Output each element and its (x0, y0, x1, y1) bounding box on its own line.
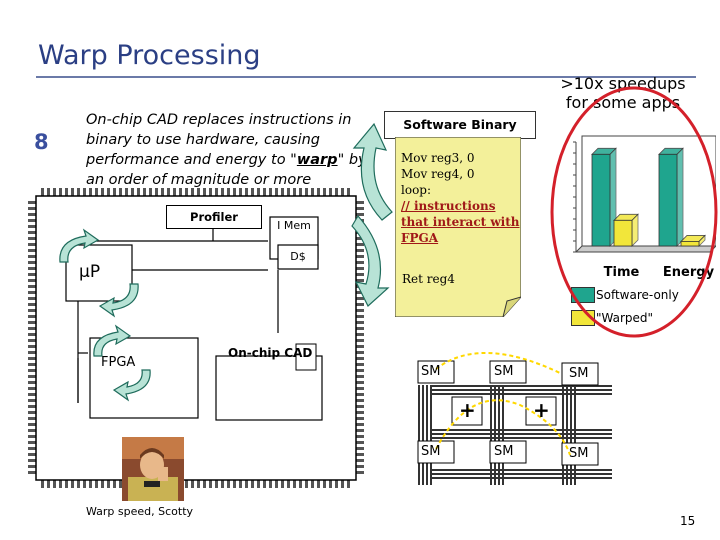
dcache-block (277, 244, 319, 270)
slide-title: Warp Processing (38, 40, 261, 71)
bullet-text: On-chip CAD replaces instructions in bin… (86, 112, 367, 188)
code-line: loop: (401, 183, 432, 197)
lower-curved-arrow-icon (351, 214, 390, 307)
adder-plus-icon: + (533, 398, 550, 422)
highlight-circle (550, 86, 718, 338)
speedup-note: >10x speedups for some apps (560, 74, 686, 112)
sm-block (489, 360, 527, 384)
page-number: 15 (680, 514, 696, 528)
photo-caption: Warp speed, Scotty (86, 505, 194, 518)
chart-category-label: Energy (663, 265, 715, 280)
software-binary-note (395, 137, 521, 317)
cad-label: On-chip CAD (228, 346, 313, 360)
sm-block (417, 360, 455, 384)
imem-label: I Mem (277, 219, 311, 232)
flow-arrows (351, 122, 393, 307)
cad-chip-icon (295, 343, 317, 371)
sm-label: SM (569, 366, 589, 381)
code-line: Mov reg3, 0 (401, 151, 475, 165)
legend-label-software: Software-only (596, 288, 679, 302)
microprocessor-cycle-icon (59, 228, 139, 318)
chart-category-label: Time (604, 265, 640, 280)
routing-path-middle (435, 399, 571, 456)
upper-curved-arrow-icon (352, 122, 393, 221)
code-line-return: Ret reg4 (402, 272, 455, 286)
chip-pins-left (28, 200, 36, 476)
sm-label: SM (421, 364, 441, 379)
dcache-label: D$ (290, 250, 306, 263)
microprocessor-label: µP (79, 262, 101, 282)
microprocessor-block (65, 244, 133, 302)
sm-block (561, 362, 599, 386)
sm-label: SM (494, 444, 514, 459)
chart-bar-time-warped (613, 213, 639, 247)
warp-emphasis: warp (296, 152, 338, 168)
fpga-fabric (416, 352, 612, 485)
chip-diagram (28, 188, 364, 488)
software-binary-code: Mov reg3, 0 Mov reg4, 0 loop: // instruc… (401, 150, 525, 246)
sm-label: SM (569, 446, 589, 461)
profiler-block: Profiler (166, 205, 262, 229)
captain-photo (122, 437, 184, 501)
chip-pins-top (40, 188, 352, 196)
chart-bar-energy-warped (680, 234, 706, 247)
software-binary-header: Software Binary (384, 111, 536, 139)
sm-label: SM (494, 364, 514, 379)
adder-plus-icon: + (459, 398, 476, 422)
bullet-icon: 8 (34, 130, 49, 154)
fpga-block (89, 337, 199, 419)
chart-bar-energy-software (658, 147, 684, 247)
fpga-label: FPGA (101, 355, 136, 370)
sm-block (489, 440, 527, 464)
fpga-cycle-icon (93, 324, 151, 402)
chip-pins-bottom (40, 480, 352, 488)
legend-label-warped: "Warped" (596, 311, 654, 325)
chart-floor (574, 245, 716, 253)
speedup-chart: Time Energy (573, 135, 716, 280)
adder-block (525, 396, 557, 426)
chip-pins-right (356, 200, 364, 476)
code-line: Mov reg4, 0 (401, 167, 475, 181)
title-underline (36, 76, 696, 78)
fpga-instructions-comment: // instructions that interact with FPGA (401, 199, 520, 245)
sm-block (417, 440, 455, 464)
routing-path-top (435, 352, 561, 374)
sm-block (561, 442, 599, 466)
sm-label: SM (421, 444, 441, 459)
